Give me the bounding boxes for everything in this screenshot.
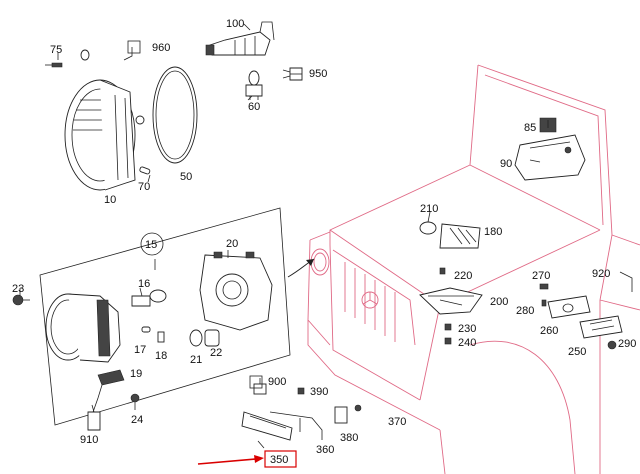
callout-21: 21 — [190, 354, 202, 366]
bracket-360 — [269, 411, 323, 440]
screw-220 — [439, 267, 446, 275]
screw-290 — [607, 340, 617, 350]
pointer-arrow — [287, 258, 315, 278]
holder-380 — [334, 406, 348, 424]
callout-250: 250 — [568, 346, 586, 358]
cap-22 — [204, 329, 220, 347]
highlight-arrow — [197, 458, 257, 465]
callout-260: 260 — [540, 325, 558, 337]
screw-280 — [541, 299, 547, 307]
callout-910: 910 — [80, 434, 98, 446]
bulb-socket-100 — [205, 21, 275, 56]
highlight-arrowhead — [254, 455, 264, 463]
callout-290: 290 — [618, 338, 636, 350]
callout-labels: 75 960 100 950 60 10 50 70 15 20 16 17 1… — [12, 18, 636, 468]
bulb-18 — [157, 331, 165, 343]
interior-lamp-90 — [514, 134, 586, 181]
callout-390: 390 — [310, 386, 328, 398]
callout-16: 16 — [138, 278, 150, 290]
callout-15: 15 — [145, 239, 157, 251]
callout-20: 20 — [226, 238, 238, 250]
leader-lines — [19, 23, 549, 449]
headlamp-unit-10 — [64, 79, 145, 191]
lamp-lens-250 — [579, 315, 623, 339]
callout-230: 230 — [458, 323, 476, 335]
callout-24: 24 — [131, 414, 143, 426]
callout-350: 350 — [270, 454, 288, 466]
callout-200: 200 — [490, 296, 508, 308]
bracket-920 — [619, 271, 633, 292]
bulb-60 — [245, 70, 263, 100]
washer-960 — [80, 49, 90, 61]
highlight-box-350 — [264, 450, 297, 468]
bolt-23 — [12, 294, 30, 306]
bolt-24 — [130, 393, 140, 410]
callout-210: 210 — [420, 203, 438, 215]
callout-380: 380 — [340, 432, 358, 444]
headlamp-housing — [45, 293, 121, 363]
callout-85: 85 — [524, 122, 536, 134]
callout-360: 360 — [316, 444, 334, 456]
screw-390 — [297, 387, 305, 395]
bulb-210 — [419, 221, 437, 235]
callout-270: 270 — [532, 270, 550, 282]
vehicle-outline — [307, 64, 640, 474]
callout-100: 100 — [226, 18, 244, 30]
callout-960: 960 — [152, 42, 170, 54]
callout-23: 23 — [12, 283, 24, 295]
indicator-lamp-350 — [241, 411, 293, 441]
callout-75: 75 — [50, 44, 62, 56]
lamp-base-260 — [547, 295, 591, 319]
callout-280: 280 — [516, 305, 534, 317]
lens-200 — [419, 287, 483, 315]
clip-17 — [141, 326, 151, 333]
bulb-16 — [131, 289, 167, 307]
callout-240: 240 — [458, 337, 476, 349]
callout-180: 180 — [484, 226, 502, 238]
callout-box-960 — [127, 40, 141, 54]
screw-75 — [45, 62, 63, 68]
callout-box-900 — [249, 375, 263, 389]
callout-18: 18 — [155, 350, 167, 362]
bracket-19 — [91, 369, 125, 416]
connector-900 — [253, 383, 267, 395]
callout-circle-15 — [140, 232, 164, 256]
sleeve-21 — [189, 329, 203, 347]
screw-370 — [354, 404, 362, 412]
reflector-20 — [199, 251, 273, 331]
callout-10: 10 — [104, 194, 116, 206]
callout-950: 950 — [309, 68, 327, 80]
nut-230 — [444, 323, 452, 331]
clip-270 — [539, 283, 549, 290]
callout-50: 50 — [180, 171, 192, 183]
callout-22: 22 — [210, 347, 222, 359]
group-box-15 — [39, 207, 291, 426]
clip-70 — [139, 166, 151, 175]
nut-240 — [444, 337, 452, 345]
seal-ring-50 — [152, 66, 198, 164]
callout-220: 220 — [454, 270, 472, 282]
callout-17: 17 — [134, 344, 146, 356]
callout-920: 920 — [592, 268, 610, 280]
callout-90: 90 — [500, 158, 512, 170]
callout-70: 70 — [138, 181, 150, 193]
cap-910 — [87, 411, 101, 431]
callout-370: 370 — [388, 416, 406, 428]
callout-19: 19 — [130, 368, 142, 380]
callout-900: 900 — [268, 376, 286, 388]
callout-60: 60 — [248, 101, 260, 113]
lamp-180 — [439, 223, 481, 249]
